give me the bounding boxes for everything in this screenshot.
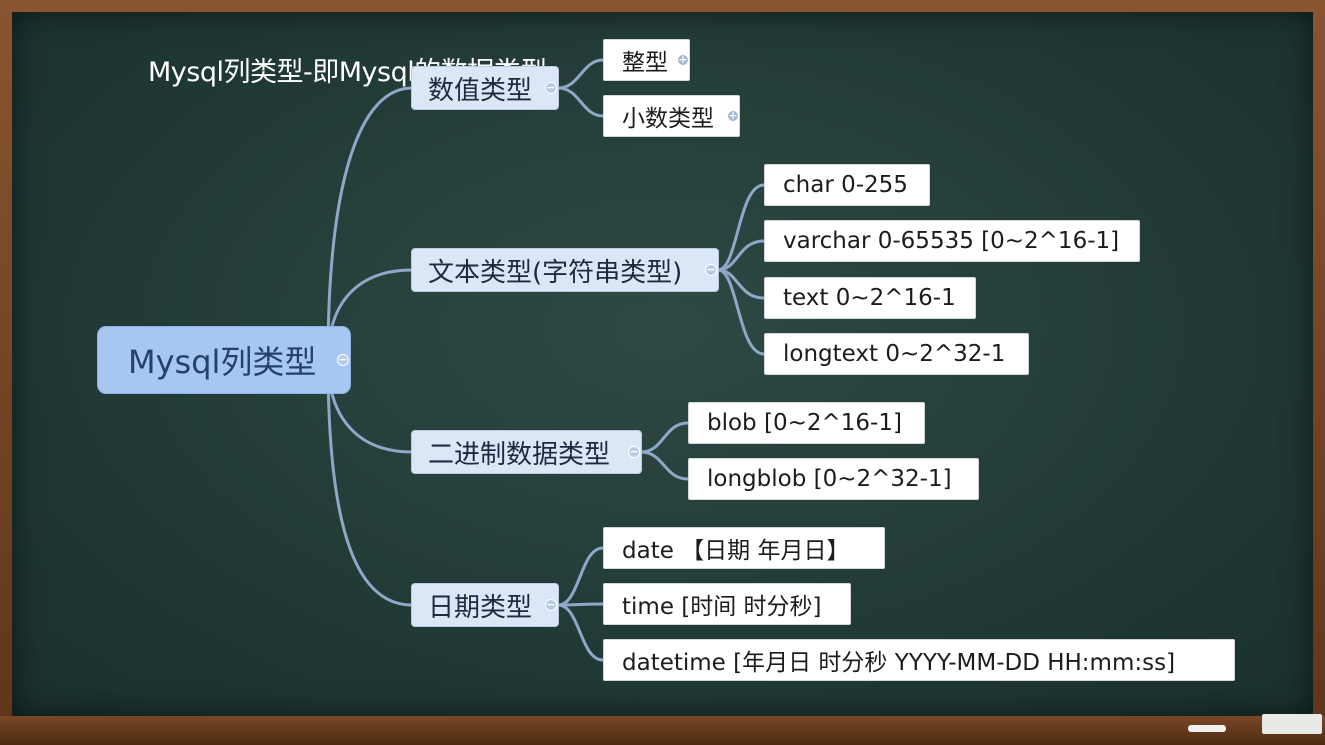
minus-circle-icon[interactable]: − [628, 445, 640, 458]
leaf-label: 小数类型 [622, 106, 714, 132]
link-text-char [716, 183, 766, 272]
link-root-date [326, 358, 414, 607]
leaf-label: longtext 0~2^32-1 [783, 341, 1006, 367]
link-numeric-decimal [556, 86, 605, 118]
leaf-label: longblob [0~2^32-1] [707, 466, 952, 492]
leaf-blob[interactable]: blob [0~2^16-1] [688, 402, 925, 444]
chalk-tray [0, 716, 1325, 745]
minus-circle-icon[interactable]: − [545, 598, 557, 611]
minus-circle-icon[interactable]: − [705, 263, 717, 276]
leaf-label: varchar 0-65535 [0~2^16-1] [783, 228, 1120, 254]
link-date-time [556, 602, 605, 607]
leaf-label: time [时间 时分秒] [622, 594, 822, 620]
branch-binary[interactable]: 二进制数据类型 [411, 430, 642, 474]
leaf-varchar[interactable]: varchar 0-65535 [0~2^16-1] [764, 220, 1140, 262]
eraser [1262, 714, 1322, 734]
leaf-label: char 0-255 [783, 172, 908, 198]
leaf-decimal[interactable]: 小数类型 [603, 95, 740, 137]
link-text-longtext [716, 268, 766, 356]
branch-label: 文本类型(字符串类型) [428, 257, 683, 288]
leaf-label: datetime [年月日 时分秒 YYYY-MM-DD HH:mm:ss] [622, 650, 1176, 676]
link-binary-longblob [639, 450, 690, 481]
leaf-int[interactable]: 整型 [603, 39, 690, 81]
branch-label: 二进制数据类型 [428, 439, 611, 470]
leaf-label: 整型 [622, 50, 668, 76]
leaf-longblob[interactable]: longblob [0~2^32-1] [688, 458, 979, 500]
plus-circle-icon[interactable]: + [677, 53, 689, 66]
branch-numeric[interactable]: 数值类型 [411, 66, 559, 110]
plus-circle-icon[interactable]: + [727, 109, 739, 122]
leaf-label: blob [0~2^16-1] [707, 410, 902, 436]
leaf-text[interactable]: text 0~2^16-1 [764, 277, 976, 319]
branch-date[interactable]: 日期类型 [411, 583, 559, 627]
root-label: Mysql列类型 [128, 343, 317, 381]
leaf-datetime[interactable]: datetime [年月日 时分秒 YYYY-MM-DD HH:mm:ss] [603, 639, 1235, 681]
root-node[interactable]: Mysql列类型 [97, 326, 351, 394]
leaf-date[interactable]: date 【日期 年月日】 [603, 527, 885, 569]
link-numeric-int [556, 58, 605, 90]
branch-text[interactable]: 文本类型(字符串类型) [411, 248, 719, 292]
minus-circle-icon[interactable]: − [545, 81, 557, 94]
link-date-date [556, 546, 605, 607]
branch-label: 日期类型 [428, 592, 533, 623]
minus-circle-icon[interactable]: − [337, 353, 349, 366]
leaf-time[interactable]: time [时间 时分秒] [603, 583, 851, 625]
leaf-label: date 【日期 年月日】 [622, 538, 850, 564]
leaf-longtext[interactable]: longtext 0~2^32-1 [764, 333, 1029, 375]
link-date-datetime [556, 603, 605, 662]
link-root-numeric [326, 86, 414, 362]
link-binary-blob [639, 421, 690, 454]
chalk-piece [1188, 725, 1226, 732]
branch-label: 数值类型 [428, 75, 533, 106]
leaf-label: text 0~2^16-1 [783, 285, 956, 311]
leaf-char[interactable]: char 0-255 [764, 164, 930, 206]
